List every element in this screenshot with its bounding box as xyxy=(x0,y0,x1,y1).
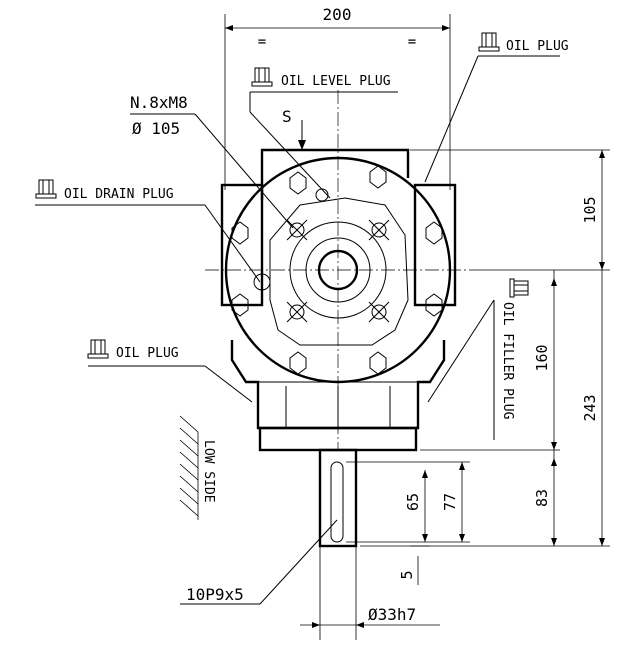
dim-shaft-83: 83 xyxy=(533,489,551,507)
m8-hole xyxy=(286,219,308,241)
output-shaft xyxy=(318,448,358,548)
label-oil-plug-left: OIL PLUG xyxy=(116,346,179,361)
plug-icon-level xyxy=(251,67,273,87)
bolt-hex xyxy=(425,293,443,317)
plug-icon-left xyxy=(87,339,109,359)
label-bolt-circle: Ø 105 xyxy=(132,119,180,138)
m8-hole xyxy=(368,301,390,323)
low-side-hatch xyxy=(179,415,199,520)
plug-icon-drain xyxy=(35,179,57,199)
dim-top-105: 105 xyxy=(581,196,599,223)
bolt-hex xyxy=(425,221,443,245)
leader-lines xyxy=(35,55,560,605)
label-oil-plug-top: OIL PLUG xyxy=(506,39,569,54)
label-shaft-dia: Ø33h7 xyxy=(368,605,416,624)
m8-hole xyxy=(368,219,390,241)
m8-holes xyxy=(253,188,390,323)
m8-hole xyxy=(286,301,308,323)
label-oil-drain-plug: OIL DRAIN PLUG xyxy=(64,187,174,202)
bolt-hex xyxy=(231,221,249,245)
bolt-hex xyxy=(289,351,307,375)
label-key-spec: 10P9x5 xyxy=(186,585,244,604)
plug-icon-top xyxy=(478,32,500,52)
dim-key-5: 5 xyxy=(398,570,416,579)
bolt-hex xyxy=(369,351,387,375)
bolt-hex xyxy=(369,165,387,189)
bolt-hex xyxy=(231,293,249,317)
dim-shaft-160: 160 xyxy=(533,344,551,371)
label-low-side: LOW SIDE xyxy=(201,440,216,503)
dim-width-200: 200 xyxy=(323,5,352,24)
label-oil-level-plug: OIL LEVEL PLUG xyxy=(281,74,391,89)
dim-total-243: 243 xyxy=(581,394,599,421)
gearbox-housing xyxy=(220,148,457,452)
bolt-hex xyxy=(289,171,307,195)
equal-mark-right: = xyxy=(408,34,416,50)
equal-mark-left: = xyxy=(258,34,266,50)
dim-key-65: 65 xyxy=(404,493,422,511)
housing-bolts xyxy=(231,165,443,375)
label-bolt-spec: N.8xM8 xyxy=(130,93,188,112)
plug-icon-filler xyxy=(509,278,529,298)
dimension-lines xyxy=(224,14,610,640)
label-s-marker: S xyxy=(282,107,292,126)
label-oil-filler-plug: OIL FILLER PLUG xyxy=(500,302,515,420)
dim-key-77: 77 xyxy=(441,493,459,511)
